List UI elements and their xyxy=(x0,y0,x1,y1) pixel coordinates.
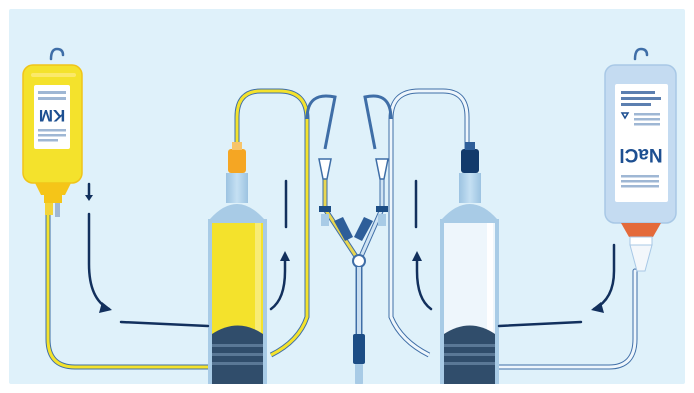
contrast-injector-diagram: KM NaCl xyxy=(9,9,685,384)
syringe-icon xyxy=(440,142,499,384)
left-supply-tube xyxy=(45,211,222,370)
y-connector-icon xyxy=(318,158,389,384)
hanger-icon xyxy=(633,47,649,61)
right-syringe-loop-tube xyxy=(363,88,470,358)
arrow-icon xyxy=(497,243,616,328)
background xyxy=(9,9,685,384)
saline-bag: NaCl xyxy=(604,47,677,272)
arrow-icon xyxy=(85,182,93,201)
contrast-bag: KM xyxy=(22,47,83,217)
bag-label-nacl: NaCl xyxy=(619,144,662,165)
right-supply-tube xyxy=(496,268,638,370)
bag-label-km: KM xyxy=(39,106,65,125)
arrow-icon xyxy=(269,179,290,311)
hanger-icon xyxy=(49,47,65,61)
arrow-icon xyxy=(87,212,210,328)
left-syringe-loop-tube xyxy=(234,88,337,358)
arrow-icon xyxy=(412,179,433,311)
syringe-icon xyxy=(208,142,267,384)
diagram-panel: KM NaCl xyxy=(9,9,685,384)
